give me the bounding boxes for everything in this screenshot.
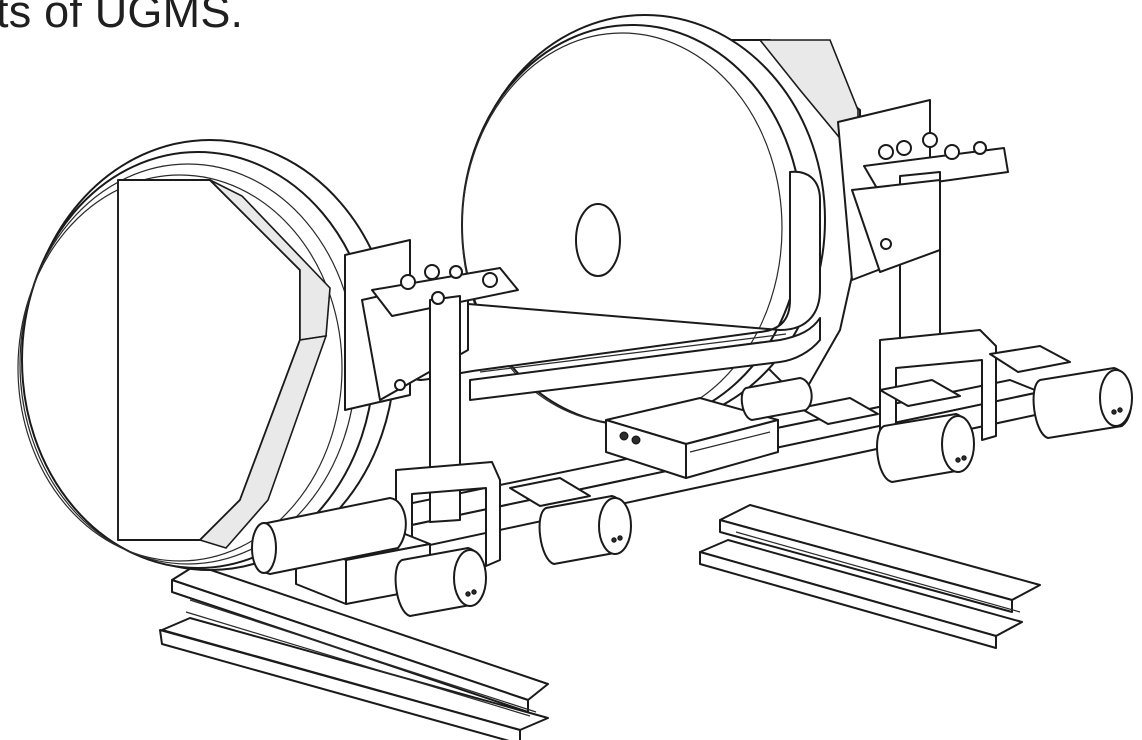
cylinder-back-center bbox=[876, 413, 975, 483]
pad-plates bbox=[509, 345, 1071, 507]
front-bracket bbox=[344, 239, 519, 567]
cylinder-front-right bbox=[394, 547, 487, 617]
center-load-cell bbox=[605, 397, 779, 479]
cylinder-back-left bbox=[740, 377, 813, 421]
cylinder-center bbox=[538, 495, 632, 565]
back-bracket bbox=[837, 99, 1009, 441]
cylinder-back-right bbox=[1032, 367, 1133, 439]
rail-front bbox=[159, 564, 549, 740]
cylinder-front-left bbox=[251, 497, 407, 575]
caption-text: ts of UGMS. bbox=[0, 0, 244, 37]
rail-back bbox=[699, 504, 1041, 649]
front-wheel bbox=[17, 139, 396, 571]
